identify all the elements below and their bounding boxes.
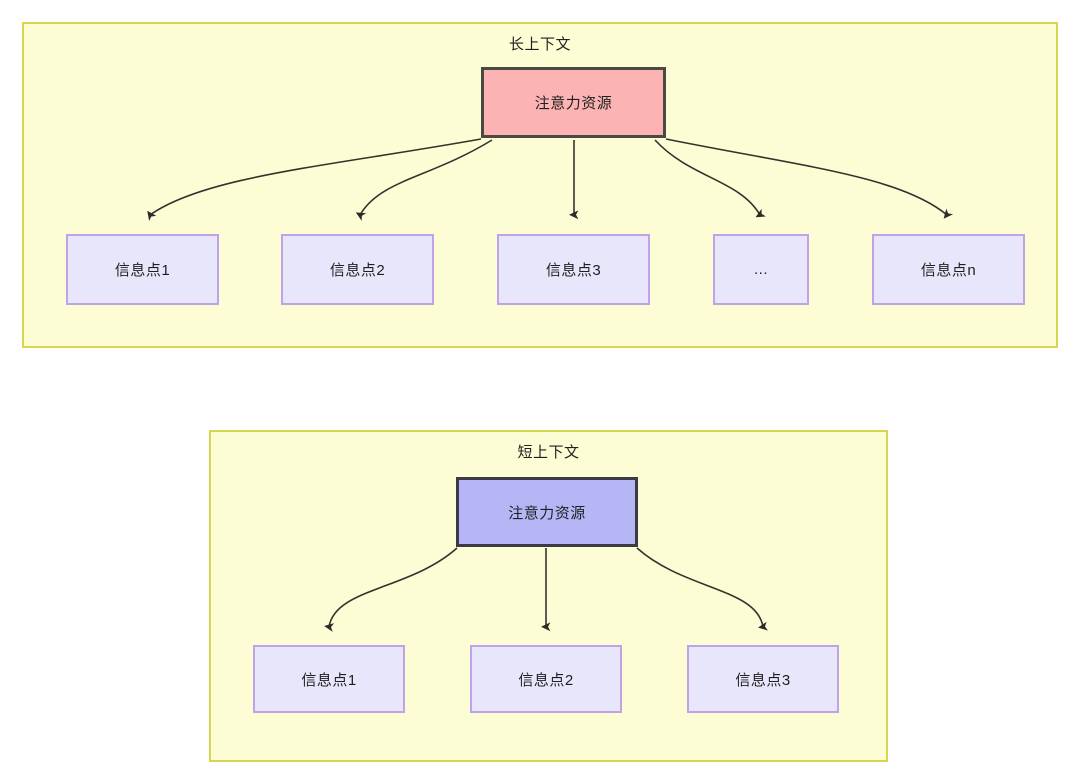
panel-short-context-title: 短上下文 — [517, 444, 580, 461]
node-label: 信息点1 — [301, 671, 357, 689]
node-label: 信息点3 — [545, 262, 602, 279]
node-long-context-attention-resource[interactable]: 注意力资源 — [481, 67, 666, 138]
node-long-context-info-n[interactable]: 信息点n — [872, 234, 1025, 305]
node-long-context-info-3[interactable]: 信息点3 — [497, 234, 650, 305]
node-long-context-info-ellipsis[interactable]: ... — [713, 234, 809, 305]
node-long-context-info-2[interactable]: 信息点2 — [281, 234, 434, 305]
node-short-context-attention-resource[interactable]: 注意力资源 — [456, 477, 638, 547]
node-label: 注意力资源 — [534, 95, 613, 112]
node-label: 信息点n — [920, 262, 977, 279]
node-label: 信息点1 — [114, 262, 171, 279]
node-short-context-info-1[interactable]: 信息点1 — [253, 645, 405, 713]
node-short-context-info-3[interactable]: 信息点3 — [687, 645, 839, 713]
node-label: 注意力资源 — [508, 504, 586, 522]
node-short-context-info-2[interactable]: 信息点2 — [470, 645, 622, 713]
node-long-context-info-1[interactable]: 信息点1 — [66, 234, 219, 305]
panel-long-context-title: 长上下文 — [508, 36, 571, 53]
node-label: 信息点3 — [735, 671, 791, 689]
node-label: ... — [753, 261, 768, 278]
node-label: 信息点2 — [329, 262, 386, 279]
node-label: 信息点2 — [518, 671, 574, 689]
